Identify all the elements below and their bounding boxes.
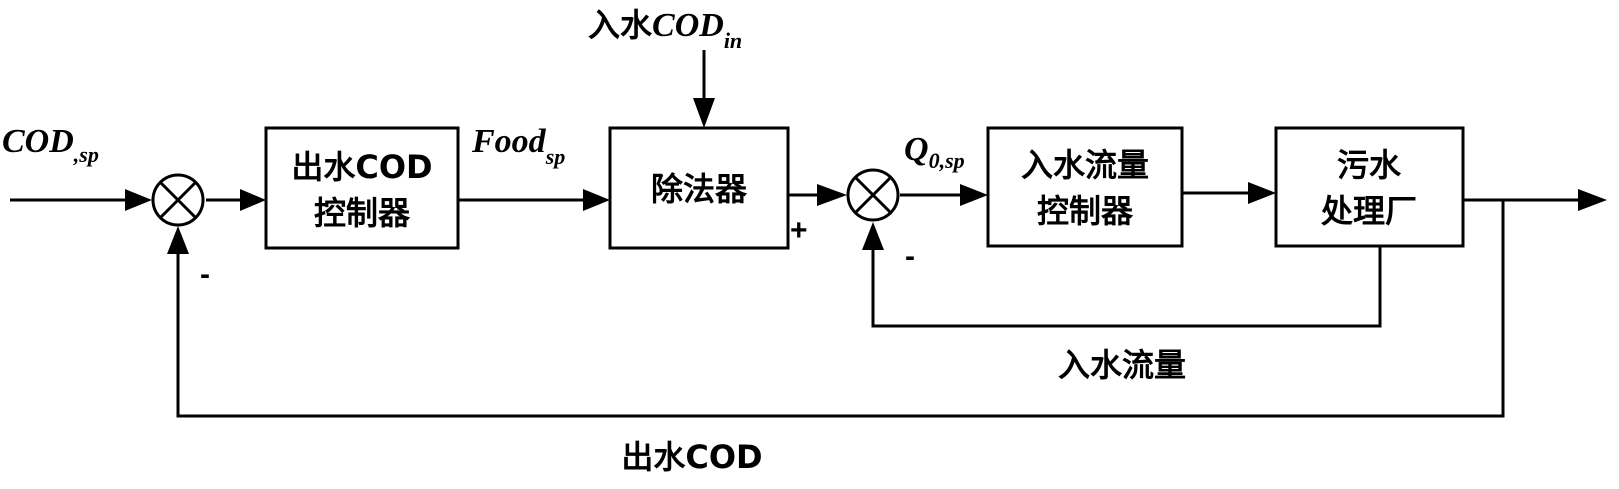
outlet-cod-controller-line2: 控制器 xyxy=(314,194,411,232)
wwtp-line2: 处理厂 xyxy=(1320,192,1417,230)
arrowhead-into-inflow-controller xyxy=(960,184,988,206)
inflow-controller-block: 入水流量 控制器 xyxy=(986,126,1184,248)
food-sp-label: Foodsp xyxy=(471,123,565,169)
inner-feedback-wire xyxy=(871,243,1382,328)
outlet-cod-controller-block: 出水COD 控制器 xyxy=(264,126,460,250)
divider-block: 除法器 xyxy=(608,126,790,250)
summing-junction-1 xyxy=(151,173,205,227)
arrowhead-into-controller xyxy=(240,189,266,211)
inflow-controller-line2: 控制器 xyxy=(1037,192,1134,230)
arrowhead-into-wwtp xyxy=(1248,182,1276,204)
sum2-minus-sign: - xyxy=(905,240,915,273)
arrowhead-into-sum1 xyxy=(125,189,152,211)
cod-in-label: 入水CODin xyxy=(588,6,742,53)
outer-feedback-wire xyxy=(176,200,1505,418)
wwtp-block: 污水 处理厂 xyxy=(1274,126,1465,248)
inflow-controller-line1: 入水流量 xyxy=(1021,146,1149,184)
outlet-cod-controller-line1: 出水COD xyxy=(291,148,432,186)
q0-sp-label: Q0,sp xyxy=(904,131,965,173)
wwtp-line1: 污水 xyxy=(1337,146,1402,184)
arrowhead-into-divider xyxy=(583,189,610,211)
sum1-minus-sign: - xyxy=(200,258,210,291)
divider-label: 除法器 xyxy=(651,170,748,208)
outlet-cod-feedback-label: 出水COD xyxy=(621,438,762,476)
sum2-plus-sign: + xyxy=(790,214,808,247)
cod-sp-label: COD,sp xyxy=(2,123,99,167)
arrowhead-outer-feedback-into-sum1 xyxy=(167,226,189,254)
summing-junction-2 xyxy=(846,168,900,222)
arrowhead-into-sum2 xyxy=(817,184,847,206)
arrowhead-inner-feedback-into-sum2 xyxy=(862,222,884,250)
inflow-feedback-label: 入水流量 xyxy=(1058,346,1186,384)
arrowhead-output xyxy=(1578,189,1607,211)
arrowhead-codin-into-divider xyxy=(693,98,715,128)
